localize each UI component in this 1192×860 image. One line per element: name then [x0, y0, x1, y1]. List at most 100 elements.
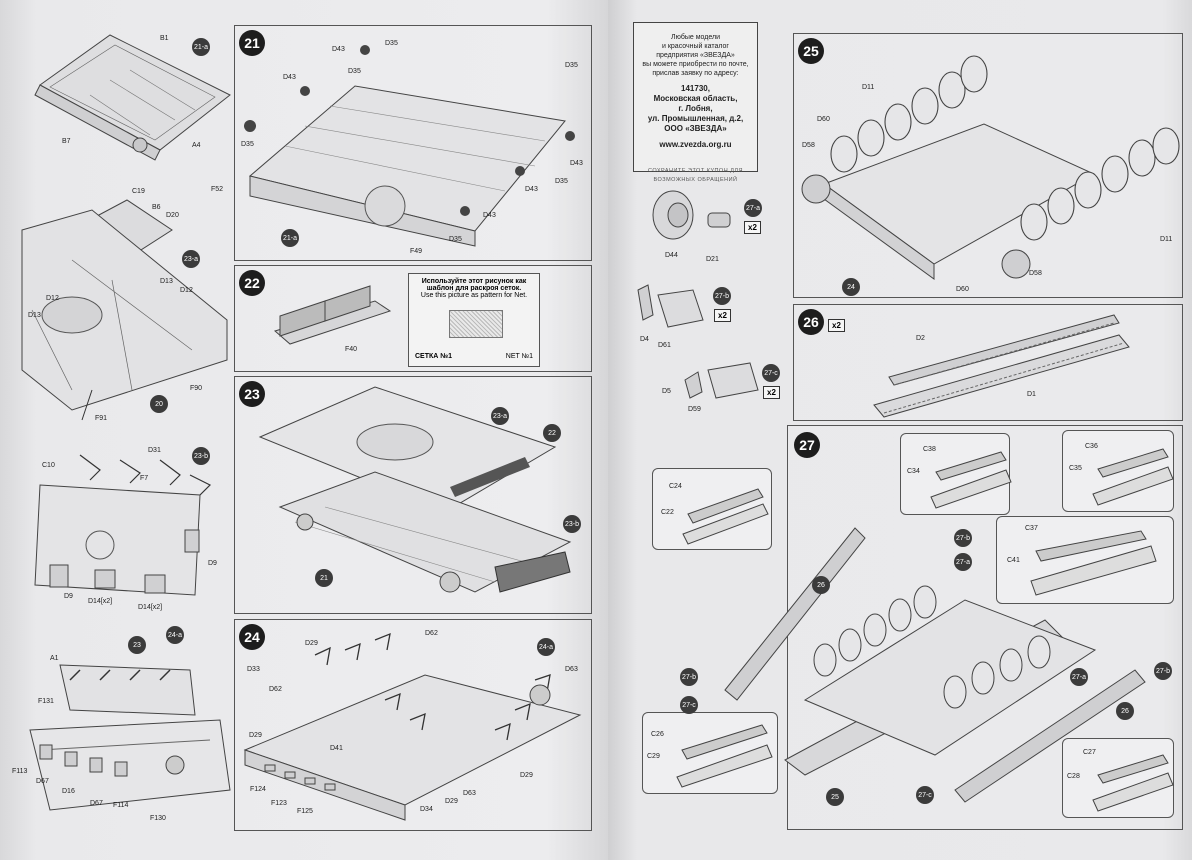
label-a1: A1: [50, 655, 59, 662]
tag-26-step27a: 26: [812, 576, 830, 594]
tag-24a-step24: 24-a: [537, 638, 555, 656]
label-c19: C19: [132, 188, 145, 195]
label-f124: F124: [250, 786, 266, 793]
label-d14a: D14[x2]: [88, 598, 113, 605]
tag-21a: 21-a: [192, 38, 210, 56]
label-c34: C34: [907, 468, 920, 475]
coupon-region: Московская область,: [653, 94, 738, 103]
label-f123: F123: [271, 800, 287, 807]
label-b1: B1: [160, 35, 169, 42]
callout-c38-c34: C38 C34: [900, 433, 1012, 515]
net-note-title-en: Use this picture as pattern for Net.: [420, 292, 528, 299]
coupon-line3: предприятия «ЗВЕЗДА»: [656, 52, 735, 59]
tag-26-step27b: 26: [1116, 702, 1134, 720]
coupon-zip: 141730,: [681, 84, 710, 93]
step-24-drawing: [243, 632, 582, 821]
label-d35d: D35: [241, 141, 254, 148]
order-coupon: Любые модели и красочный каталог предпри…: [633, 22, 758, 183]
label-f49: F49: [410, 248, 423, 255]
c27-c28-drawing: [1092, 754, 1174, 812]
tag-27c-left: 27-c: [680, 696, 698, 714]
left-page: 21-a B1 A4 B7 C19 B6 D20 23-a D13 D12 D1…: [0, 0, 608, 860]
tag-27b-right: 27-b: [1154, 662, 1172, 680]
step-25-number: 25: [798, 38, 824, 64]
callout-c37-c41: C37 C41: [996, 516, 1174, 604]
step-24-panel: 24 D29 D62 D33 D62 D63 D29: [234, 619, 592, 831]
label-d60b: D60: [956, 286, 969, 293]
label-d62b: D62: [269, 686, 282, 693]
label-c37: C37: [1025, 525, 1038, 532]
label-d43b: D43: [283, 74, 296, 81]
label-d44: D44: [665, 252, 678, 259]
label-d35b: D35: [348, 68, 361, 75]
subassembly-27c-drawing: [684, 362, 759, 399]
label-d20: D20: [166, 212, 179, 219]
label-d58a: D58: [802, 142, 815, 149]
label-d34: D34: [420, 806, 433, 813]
label-d33: D33: [247, 666, 260, 673]
label-d9b: D9: [64, 593, 73, 600]
label-d12b: D12: [46, 295, 59, 302]
tag-27b-step27: 27-b: [954, 529, 972, 547]
step-23-drawing: [258, 386, 572, 593]
label-c27: C27: [1083, 749, 1096, 756]
step-22-drawing: [273, 285, 392, 345]
label-d63a: D63: [565, 666, 578, 673]
label-f91: F91: [95, 415, 108, 422]
c26-c29-drawing: [676, 724, 773, 788]
subassembly-23b-drawing: [34, 454, 212, 596]
label-f7: F7: [140, 475, 149, 482]
label-f125: F125: [297, 808, 313, 815]
x2-26: x2: [828, 319, 845, 332]
label-d16: D16: [62, 788, 75, 795]
tag-23b-step23: 23-b: [563, 515, 581, 533]
callout-c27-c28: C27 C28: [1062, 738, 1174, 818]
subassembly-20-drawing: [21, 199, 228, 421]
label-a4: A4: [192, 142, 201, 149]
tag-22-step23: 22: [543, 424, 561, 442]
label-d2: D2: [916, 335, 925, 342]
label-d35f: D35: [449, 236, 462, 243]
x2-27b: x2: [714, 309, 731, 322]
subassembly-21a-drawing: [34, 34, 231, 161]
tag-27b: 27-b: [713, 287, 731, 305]
label-d61: D61: [658, 342, 671, 349]
label-c24: C24: [669, 483, 682, 490]
label-c38: C38: [923, 446, 936, 453]
label-d9a: D9: [208, 560, 217, 567]
label-d29a: D29: [305, 640, 318, 647]
coupon-note: СОХРАНИТЕ ЭТОТ КУПОН ДЛЯ ВОЗМОЖНЫХ ОБРАЩ…: [647, 168, 744, 183]
label-d11b: D11: [1160, 236, 1173, 243]
label-c35: C35: [1069, 465, 1082, 472]
label-d59: D59: [688, 406, 701, 413]
label-d29d: D29: [445, 798, 458, 805]
step-27-drawing: [724, 527, 1146, 803]
c24-c22-drawing: [682, 488, 769, 545]
step-21-drawing: [244, 45, 575, 247]
label-f114: F114: [113, 802, 129, 809]
x2-27c: x2: [763, 386, 780, 399]
callout-c26-c29: C26 C29: [642, 712, 778, 794]
step-25-drawing: [801, 55, 1180, 280]
step-27-number: 27: [794, 432, 820, 458]
net-mesh-pattern: [449, 310, 503, 338]
label-c22: C22: [661, 509, 674, 516]
c37-c41-drawing: [1030, 530, 1157, 596]
tag-27c-bottom: 27-c: [916, 786, 934, 804]
label-c36: C36: [1085, 443, 1098, 450]
label-d29c: D29: [520, 772, 533, 779]
net-pattern-note: Используйте этот рисунок как шаблон для …: [408, 273, 540, 367]
step-21-number: 21: [239, 30, 265, 56]
coupon-city: г. Лобня,: [678, 104, 713, 113]
net-label-en: NET №1: [505, 353, 533, 360]
label-d35c: D35: [565, 62, 578, 69]
label-c10: C10: [42, 462, 55, 469]
label-d13a: D13: [160, 278, 173, 285]
tag-23a-left: 23-a: [182, 250, 200, 268]
label-b7: B7: [62, 138, 71, 145]
label-d29b: D29: [249, 732, 262, 739]
step-26-panel: 26 x2 D2 D1: [793, 304, 1183, 421]
tag-27a: 27-a: [744, 199, 762, 217]
label-d62a: D62: [425, 630, 438, 637]
